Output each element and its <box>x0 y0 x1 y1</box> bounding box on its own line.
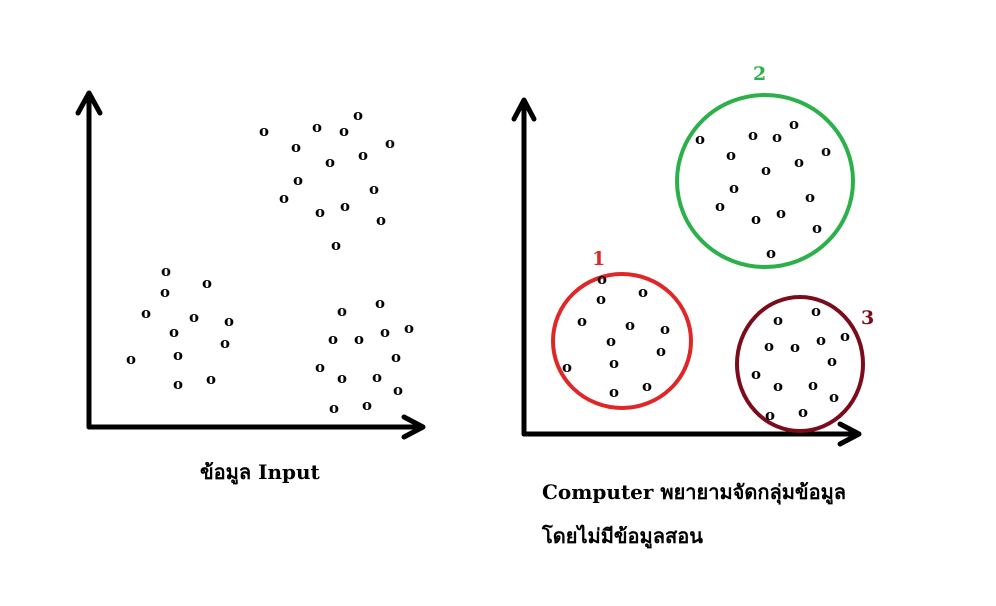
right-axes <box>511 97 862 447</box>
right-data-point: o <box>748 126 758 144</box>
right-y-arrowhead <box>511 97 537 122</box>
right-data-point: o <box>638 283 648 301</box>
right-data-point: o <box>773 311 783 329</box>
cluster-3-circle <box>735 295 865 433</box>
right-data-point: o <box>811 302 821 320</box>
right-data-point: o <box>794 153 804 171</box>
right-data-point: o <box>789 115 799 133</box>
left-data-point: o <box>391 348 401 366</box>
right-data-point: o <box>642 377 652 395</box>
cluster-3-label: 3 <box>861 307 874 329</box>
right-data-point: o <box>597 270 607 288</box>
left-axes <box>75 90 426 440</box>
left-data-point: o <box>259 122 269 140</box>
left-data-point: o <box>173 346 183 364</box>
left-data-point: o <box>224 312 234 330</box>
left-data-point: o <box>293 171 303 189</box>
left-data-point: o <box>126 350 136 368</box>
right-data-point: o <box>596 290 606 308</box>
left-y-arrowhead <box>75 90 103 116</box>
right-data-point: o <box>609 354 619 372</box>
left-data-point: o <box>358 146 368 164</box>
right-data-point: o <box>764 337 774 355</box>
right-data-point: o <box>609 383 619 401</box>
right-data-point: o <box>821 142 831 160</box>
left-data-point: o <box>220 334 230 352</box>
left-data-point: o <box>404 319 414 337</box>
right-data-point: o <box>660 320 670 338</box>
left-data-point: o <box>160 283 170 301</box>
left-data-point: o <box>279 189 289 207</box>
left-data-point: o <box>315 203 325 221</box>
left-data-point: o <box>161 262 171 280</box>
left-data-point: o <box>354 330 364 348</box>
cluster-1-label: 1 <box>592 248 605 270</box>
right-data-point: o <box>766 244 776 262</box>
right-data-point: o <box>729 179 739 197</box>
right-data-point: o <box>765 406 775 424</box>
right-data-point: o <box>776 204 786 222</box>
right-data-point: o <box>840 327 850 345</box>
left-data-point: o <box>375 294 385 312</box>
left-data-point: o <box>169 323 179 341</box>
right-data-point: o <box>816 331 826 349</box>
left-data-point: o <box>362 396 372 414</box>
left-data-point: o <box>337 302 347 320</box>
right-data-point: o <box>562 358 572 376</box>
left-data-point: o <box>141 304 151 322</box>
left-data-point: o <box>315 358 325 376</box>
cluster-2-circle <box>675 93 855 269</box>
left-data-point: o <box>372 368 382 386</box>
right-caption-line-2: โดยไม่มีข้อมูลสอน <box>542 524 703 548</box>
right-caption-line-1: Computer พยายามจัดกลุ่มข้อมูล <box>542 480 847 504</box>
right-data-point: o <box>790 338 800 356</box>
left-data-point: o <box>173 375 183 393</box>
right-data-point: o <box>772 128 782 146</box>
right-data-point: o <box>577 312 587 330</box>
left-data-point: o <box>189 308 199 326</box>
right-data-point: o <box>625 316 635 334</box>
left-data-point: o <box>329 399 339 417</box>
right-data-point: o <box>798 403 808 421</box>
right-data-point: o <box>726 146 736 164</box>
left-data-point: o <box>353 106 363 124</box>
cluster-2-label: 2 <box>753 63 766 85</box>
right-data-point: o <box>805 188 815 206</box>
right-data-point: o <box>773 377 783 395</box>
right-data-point: o <box>751 210 761 228</box>
left-data-point: o <box>325 153 335 171</box>
left-data-point: o <box>206 370 216 388</box>
left-data-point: o <box>202 274 212 292</box>
right-data-point: o <box>656 342 666 360</box>
left-caption: ข้อมูล Input <box>200 460 320 484</box>
right-x-arrowhead <box>837 421 862 447</box>
right-data-point: o <box>761 161 771 179</box>
left-data-point: o <box>328 330 338 348</box>
right-data-point: o <box>829 388 839 406</box>
left-data-point: o <box>337 369 347 387</box>
left-data-point: o <box>380 323 390 341</box>
left-data-point: o <box>312 118 322 136</box>
left-data-point: o <box>385 134 395 152</box>
left-data-point: o <box>340 197 350 215</box>
right-data-point: o <box>751 365 761 383</box>
right-data-point: o <box>827 352 837 370</box>
left-data-point: o <box>291 138 301 156</box>
left-x-arrowhead <box>401 414 426 440</box>
left-data-point: o <box>369 180 379 198</box>
right-data-point: o <box>808 376 818 394</box>
left-data-point: o <box>393 381 403 399</box>
right-data-point: o <box>715 197 725 215</box>
left-data-point: o <box>339 122 349 140</box>
left-data-point: o <box>376 211 386 229</box>
left-data-point: o <box>331 236 341 254</box>
right-data-point: o <box>695 130 705 148</box>
cluster-1-circle <box>551 272 693 410</box>
right-data-point: o <box>606 332 616 350</box>
right-data-point: o <box>812 219 822 237</box>
